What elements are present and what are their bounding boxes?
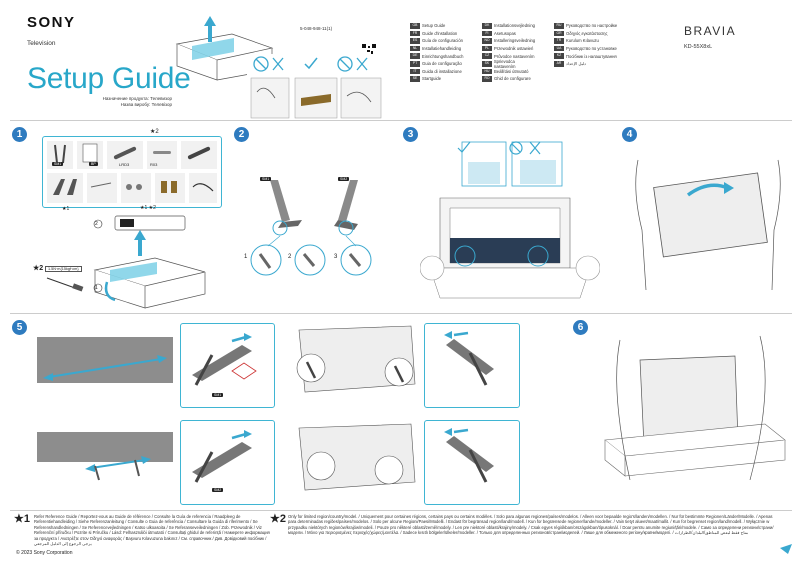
circle-2-label: 2 [95,221,98,227]
model-number: KD-55X8xL [684,44,713,50]
divider [10,120,792,121]
product-line: BRAVIA [684,24,737,38]
step-number-2: 2 [234,127,249,142]
stand-label: SM1 [260,177,272,181]
brand-logo: SONY [27,14,76,31]
tv-back-illustration [298,423,416,491]
star2-footnote: Only for limited region/country/model. /… [288,514,774,536]
accessories-illustration [47,141,217,203]
tv-place-illustration [604,335,786,480]
star2-marker: ★2 [150,129,159,135]
stand-insert-detail [192,430,252,483]
copyright: © 2023 Sony Corporation [16,550,73,556]
title-translation: Назначение продукта: Телевизор [102,96,172,101]
stand-detail-box [424,420,520,505]
circle-1-label: 1 [95,285,98,291]
accessories-box [42,136,222,208]
part-label: LRD3 [119,162,130,167]
tv-back-illustration [296,325,416,393]
document-number: 5-048-948-11(1) [300,26,333,31]
subtitle: Television [27,40,56,47]
arrow-icon [780,544,792,554]
box-opening-illustration [93,215,206,309]
substep-label: 1 [244,254,248,260]
page-title: Setup Guide [27,62,191,95]
screwdriver-icon [46,277,84,292]
part-label: BP [89,162,98,166]
stand-label: SM1 [212,393,224,397]
substep-label: 3 [334,254,338,260]
divider [10,313,792,314]
tv-lift-illustration [635,159,781,291]
part-label: R03 [150,162,158,167]
substep-label: 2 [288,254,292,260]
star-markers: ★1 ★2 [140,205,156,211]
torque-label: 1.5N·m{15kgf·cm} [45,266,82,272]
divider [10,510,792,511]
tv-removal-illustration [420,141,600,299]
wide-stand-position [37,337,173,383]
part-label: SM1 [52,162,64,166]
stand-insert-detail [444,428,494,483]
stand-label: SM2 [338,177,350,181]
stand-insert-detail [444,331,494,386]
stand-assembly-illustration [250,180,372,276]
stand-detail-box [424,323,520,408]
step-number-3: 3 [403,127,418,142]
star1-footnote: Refer Reference Guide / Reportez-vous au… [34,514,270,547]
step-number-6: 6 [573,320,588,335]
stand-label: SM2 [212,488,224,492]
screw-star-marker: ★2 [33,265,44,272]
narrow-stand-position [37,432,173,481]
handling-warnings [247,54,383,122]
title-translations: Назначение продукта: Телевизор Назва вир… [72,96,172,108]
stand-insert-detail [192,333,257,386]
step-number-1: 1 [12,127,27,142]
star1-footnote-marker: ★1 [14,513,30,525]
title-translation: Назва виробу: Телевізор [120,102,172,107]
star2-footnote-marker: ★2 [270,513,286,525]
star1-marker: ★1 [62,206,70,212]
step-number-5: 5 [12,320,27,335]
step-number-4: 4 [622,127,637,142]
